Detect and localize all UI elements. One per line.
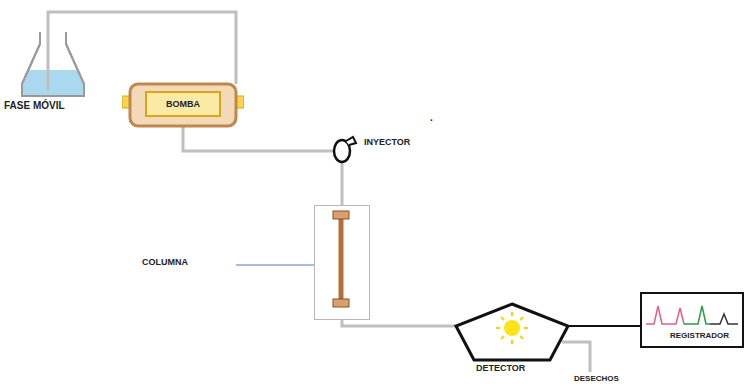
tube-connector xyxy=(341,162,344,205)
node-label: REGISTRADOR xyxy=(670,332,729,341)
node-label: COLUMNA xyxy=(142,258,188,268)
pump-box: BOMBA xyxy=(122,82,244,128)
tube-connector xyxy=(568,325,640,327)
tube-connector xyxy=(183,126,334,151)
solvent-flask: FASE MÓVIL xyxy=(8,26,104,118)
stray-dot: . xyxy=(430,112,433,123)
leader-arrow xyxy=(236,264,326,265)
waste-label: DESECHOS xyxy=(574,375,619,384)
node-label: DETECTOR xyxy=(476,364,525,374)
node-label: BOMBA xyxy=(166,100,200,110)
injector-valve-shape xyxy=(326,134,360,164)
waste-line xyxy=(562,342,590,372)
node-label: FASE MÓVIL xyxy=(4,100,65,111)
column-housing: COLUMNA xyxy=(314,205,370,320)
column-housing-shape xyxy=(314,205,370,320)
tube-connector xyxy=(342,320,456,326)
detector-pentagon: DETECTOR xyxy=(454,302,570,378)
node-label: INYECTOR xyxy=(364,138,410,148)
injector-valve: INYECTOR xyxy=(326,134,436,164)
recorder-box: REGISTRADOR xyxy=(640,292,744,348)
solvent-flask-shape xyxy=(8,26,104,102)
detector-pentagon-shape xyxy=(454,302,570,362)
